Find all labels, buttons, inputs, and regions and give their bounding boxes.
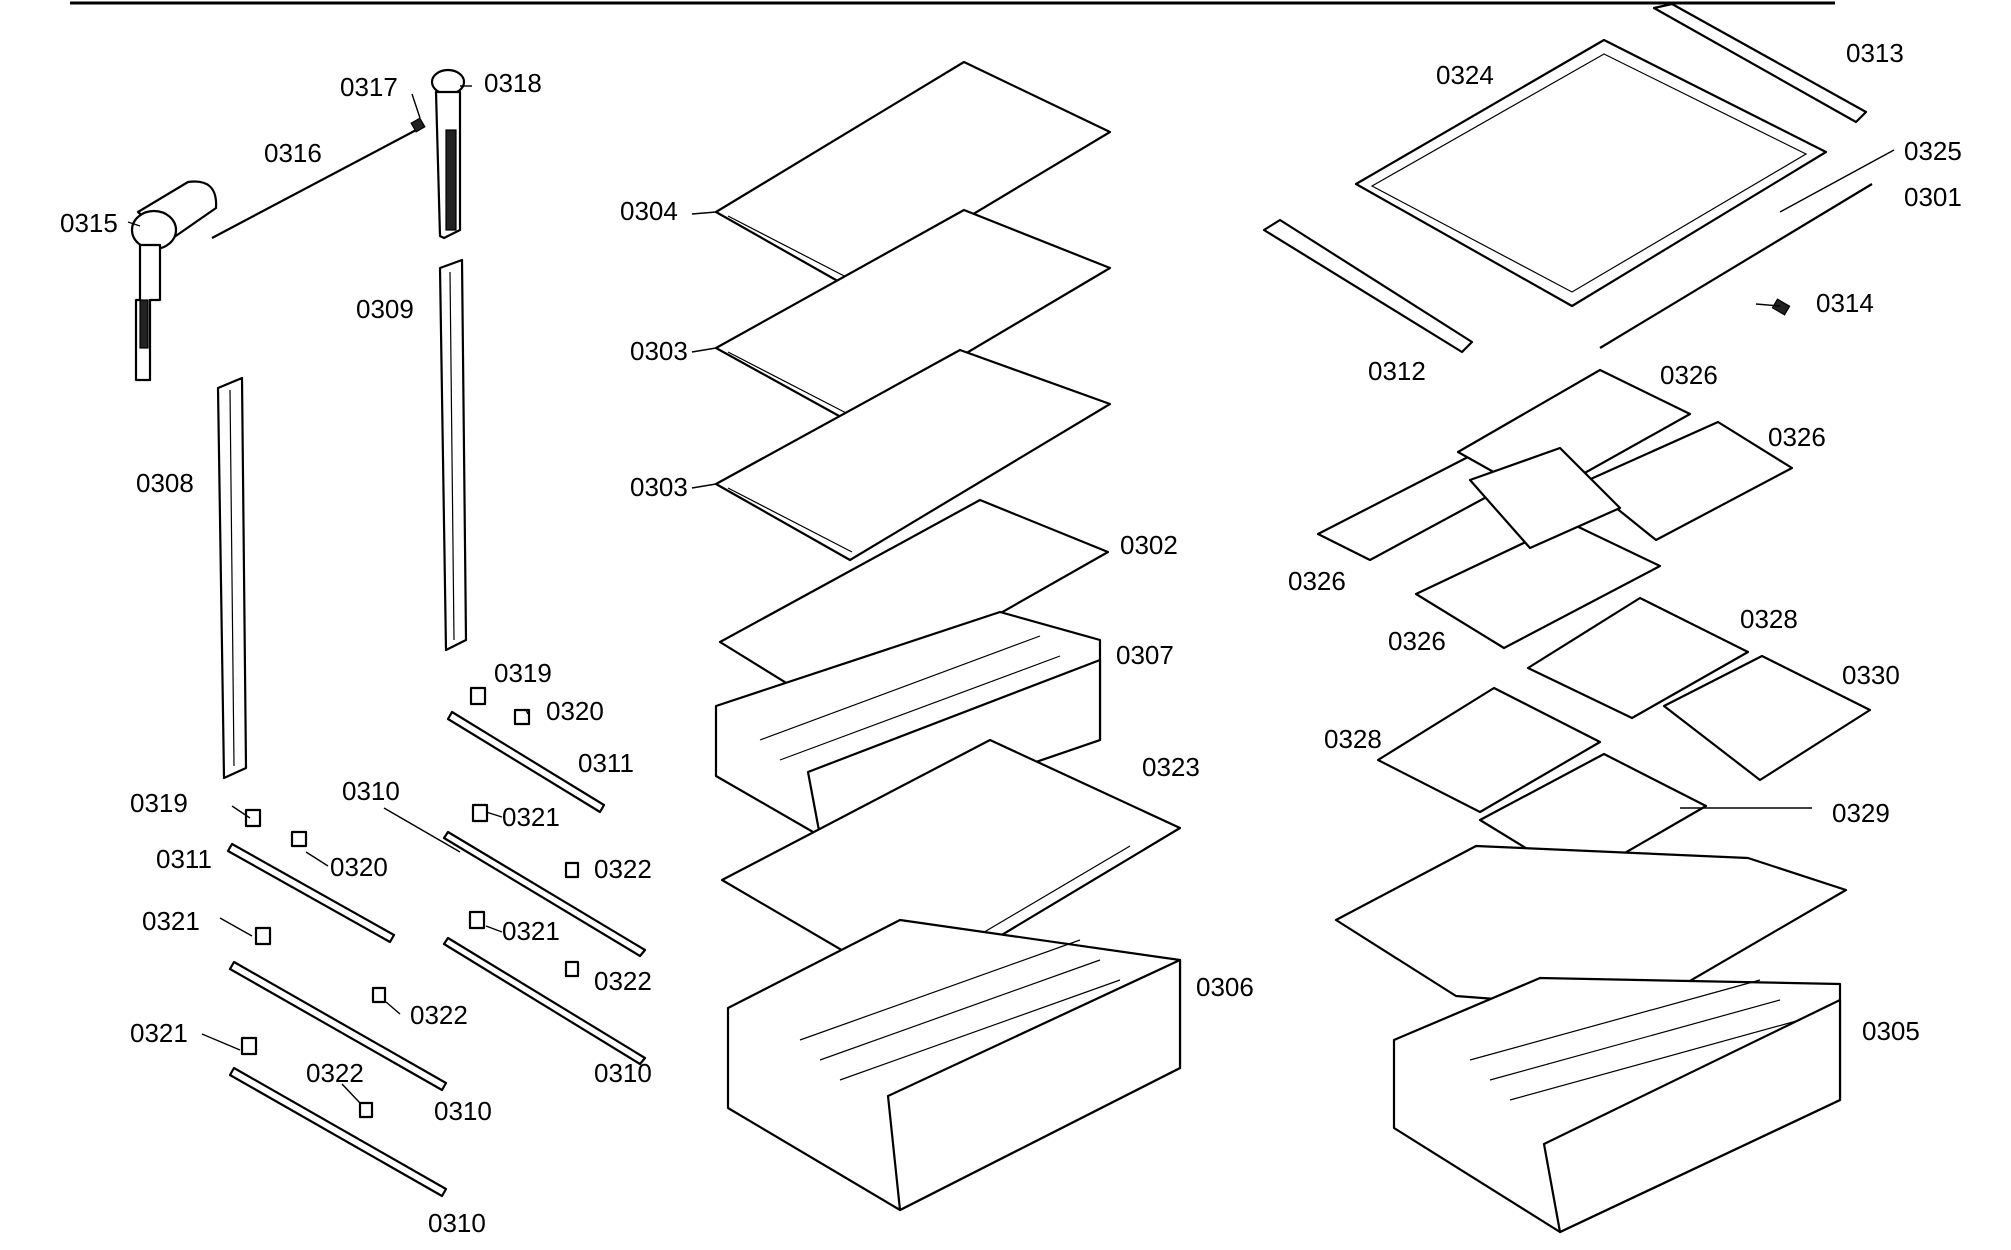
label-0320-b: 0320 (330, 852, 388, 882)
part-0313-side-rail (1652, 2, 1868, 124)
label-0313: 0313 (1846, 38, 1904, 68)
part-0316-rod (211, 127, 421, 239)
label-0321-b: 0321 (142, 906, 200, 936)
label-0321-d: 0321 (130, 1018, 188, 1048)
label-0325: 0325 (1904, 136, 1962, 166)
part-0307-crisper-drawer (714, 610, 1102, 838)
label-0309: 0309 (356, 294, 414, 324)
label-0314: 0314 (1816, 288, 1874, 318)
part-0308-vertical-rail (216, 376, 248, 780)
label-0302: 0302 (1120, 530, 1178, 560)
label-0320-a: 0320 (546, 696, 604, 726)
label-0326-b: 0326 (1768, 422, 1826, 452)
part-0312-side-rail (1262, 218, 1474, 354)
part-0303-glass-shelf-lower (714, 348, 1112, 562)
label-0326-d: 0326 (1388, 626, 1446, 656)
part-0326-freezer-grid-set (1316, 368, 1794, 650)
label-0316: 0316 (264, 138, 322, 168)
part-0314-clip (1771, 298, 1791, 316)
label-0324: 0324 (1436, 60, 1494, 90)
part-0306-freezer-drawer (726, 918, 1182, 1212)
label-0315: 0315 (60, 208, 118, 238)
part-0304-glass-shelf (714, 60, 1112, 290)
part-labels: 0317 0318 0316 0315 0309 0308 0319 0320 … (60, 38, 1962, 1238)
label-0326-c: 0326 (1288, 566, 1346, 596)
label-0307: 0307 (1116, 640, 1174, 670)
label-0322-d: 0322 (306, 1058, 364, 1088)
label-0321-a: 0321 (502, 802, 560, 832)
part-0303-glass-shelf-upper (714, 208, 1112, 424)
label-0322-b: 0322 (594, 966, 652, 996)
label-0312: 0312 (1368, 356, 1426, 386)
label-0322-c: 0322 (410, 1000, 468, 1030)
label-0319-b: 0319 (130, 788, 188, 818)
drawer-slides (226, 710, 647, 1198)
label-0303-a: 0303 (630, 336, 688, 366)
label-0326-a: 0326 (1660, 360, 1718, 390)
label-0311-a: 0311 (578, 748, 634, 778)
label-0303-b: 0303 (630, 472, 688, 502)
part-0301-rod (1599, 183, 1873, 349)
label-0328-b: 0328 (1324, 724, 1382, 754)
label-0311-b: 0311 (156, 844, 212, 874)
label-0305: 0305 (1862, 1016, 1920, 1046)
part-0317-pin (410, 117, 426, 133)
label-0329: 0329 (1832, 798, 1890, 828)
label-0310-d: 0310 (428, 1208, 486, 1238)
label-0310-c: 0310 (434, 1096, 492, 1126)
label-0317: 0317 (340, 72, 398, 102)
label-0330: 0330 (1842, 660, 1900, 690)
label-0323: 0323 (1142, 752, 1200, 782)
part-0324-glass-shelf (1354, 38, 1828, 308)
part-0315-damper-motor (130, 180, 218, 382)
label-0306: 0306 (1196, 972, 1254, 1002)
label-0308: 0308 (136, 468, 194, 498)
label-0310-a: 0310 (342, 776, 400, 806)
part-0318-hinge-post (430, 68, 466, 240)
label-0322-a: 0322 (594, 854, 652, 884)
label-0304: 0304 (620, 196, 678, 226)
part-0328-0330-divider-plates (1376, 596, 1872, 882)
small-brackets (240, 686, 580, 1119)
label-0319-a: 0319 (494, 658, 552, 688)
label-0328-a: 0328 (1740, 604, 1798, 634)
part-0309-vertical-rail (438, 258, 468, 652)
part-0305-freezer-basket (1334, 844, 1848, 1234)
label-0318: 0318 (484, 68, 542, 98)
label-0321-c: 0321 (502, 916, 560, 946)
label-0310-b: 0310 (594, 1058, 652, 1088)
label-0301: 0301 (1904, 182, 1962, 212)
leader-lines (127, 85, 1895, 1104)
